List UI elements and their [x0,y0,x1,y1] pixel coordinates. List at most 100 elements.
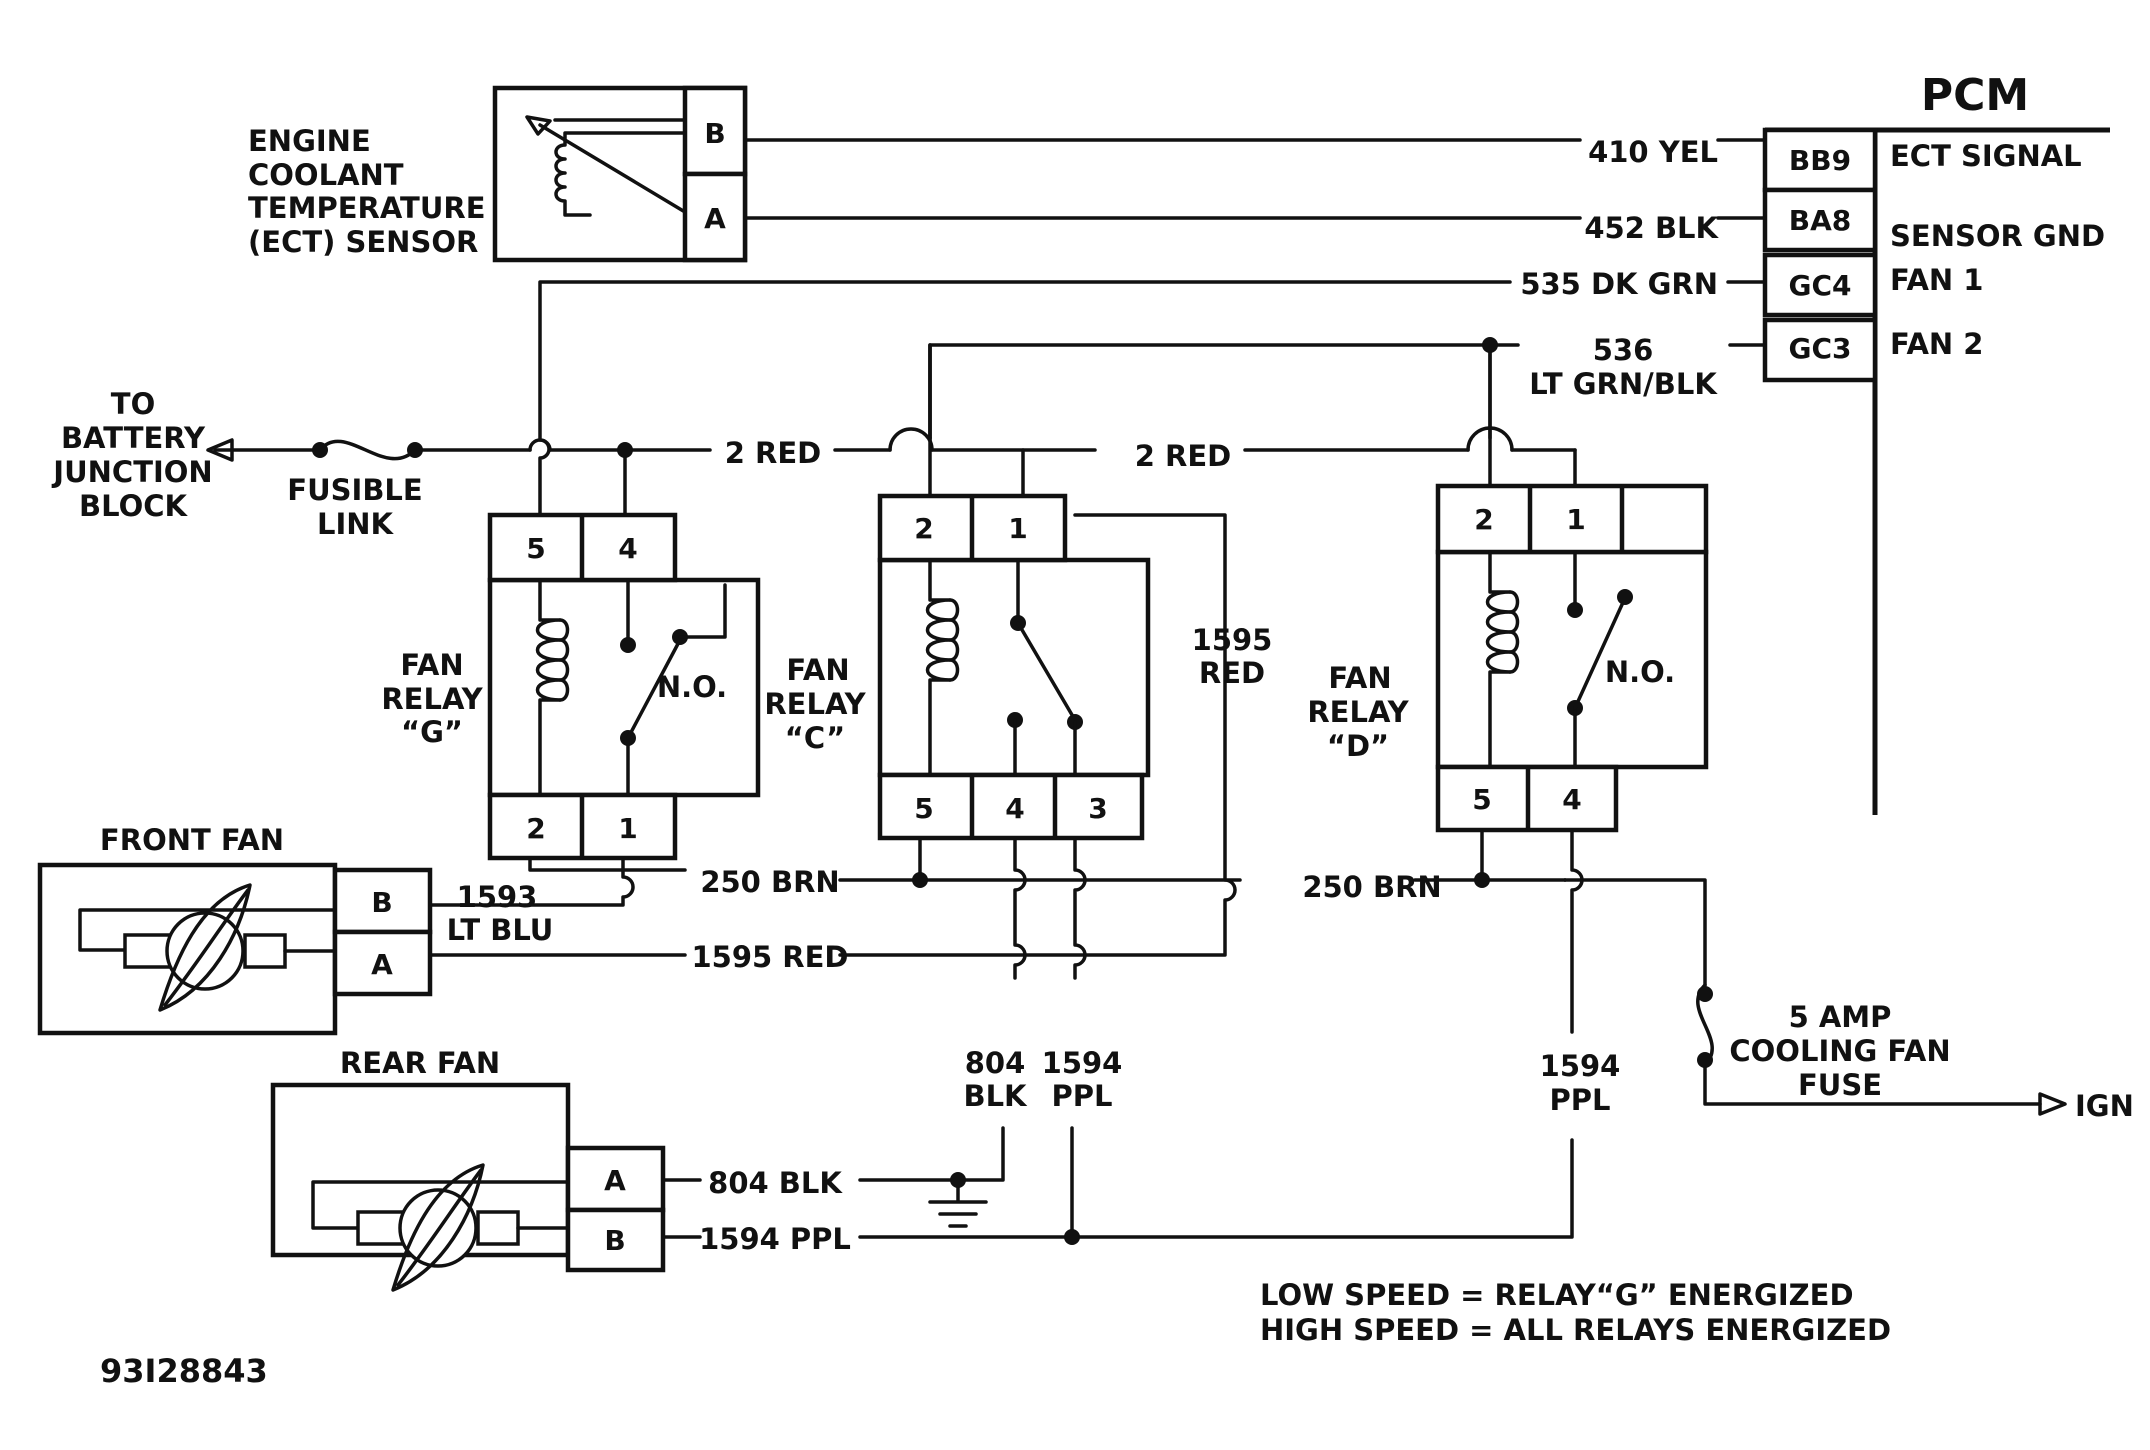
note-high-speed: HIGH SPEED = ALL RELAYS ENERGIZED [1260,1313,1891,1347]
rear-fan-pin-label: B [604,1224,625,1257]
pcm-pin-bb9 [1762,127,1878,193]
wire-labels: 410 YEL 452 BLK 535 DK GRN 536 LT GRN/BL… [447,135,1720,1256]
wire-label-1594: 1594 [1540,1049,1621,1083]
relay-g-pin: 5 [526,532,545,565]
front-fan-pin-label: A [371,948,393,981]
rear-fan: REAR FAN A B [270,1046,666,1292]
relay-c-label: RELAY [764,687,866,721]
relay-g-label: FAN [400,648,463,682]
rear-fan-pin-a [565,1145,666,1213]
fan-relay-d: 2 1 5 4 N.O. FAN RELAY “D” [1307,483,1709,833]
wire-label-804-blk: 804 BLK [708,1166,843,1200]
wire-label-536: 536 [1593,333,1654,367]
relay-c-pin: 5 [914,792,933,825]
ect-label-line: (ECT) SENSOR [248,225,478,259]
wire-label-1595: 1595 [1192,623,1273,657]
front-fan-pin-b [332,867,433,935]
wire-label-804: 804 [965,1046,1026,1080]
wire-label-1594-ppl: 1594 PPL [699,1222,851,1256]
relay-c-pin: 3 [1088,792,1107,825]
pcm-pin-id: BB9 [1789,144,1851,177]
fuse-label: 5 AMP [1789,1000,1892,1034]
relay-g-pin: 2 [526,812,545,845]
battery-feed: TO BATTERY JUNCTION BLOCK FUSIBLE LINK [51,387,422,541]
ect-pin-label: A [704,202,726,235]
wire-label-1593-color: LT BLU [447,913,554,947]
relay-d-pin: 2 [1474,503,1493,536]
wire-label-452: 452 BLK [1584,211,1719,245]
pcm-title: PCM [1921,70,2029,121]
rear-fan-pin-b [565,1207,666,1273]
ect-label-line: TEMPERATURE [248,191,486,225]
relay-d-label: “D” [1327,729,1389,763]
ect-label-line: ENGINE [248,124,371,158]
battery-label-line: JUNCTION [51,455,212,489]
battery-label-line: BLOCK [79,489,188,523]
relay-c-pin: 4 [1005,792,1024,825]
relay-d-pin: 1 [1566,503,1585,536]
relay-c-label: “C” [785,721,845,755]
pcm-pin-id: BA8 [1789,204,1852,237]
wiring [206,138,2067,1245]
relay-d-label: FAN [1328,661,1391,695]
fan-relay-c: 2 1 5 4 3 FAN RELAY “C” [764,493,1151,841]
fan-blade-icon [391,1163,485,1292]
pcm-pin-gc4 [1762,252,1878,318]
relay-g-pin: 4 [618,532,637,565]
wire-label-804-color: BLK [963,1079,1028,1113]
relay-c-pin: 2 [914,512,933,545]
battery-label-line: TO [111,387,155,421]
relay-g-pin: 1 [618,812,637,845]
front-fan-pin-a [332,929,433,997]
fusible-link-label: LINK [317,507,395,541]
front-fan: FRONT FAN B A [37,823,433,1036]
ect-pin-b [682,85,748,177]
wire-label-2-red: 2 RED [1135,439,1232,473]
pcm: PCM BB9 BA8 GC4 GC3 ECT SIGNAL SENSOR GN… [1762,70,2110,815]
relay-d-pin: 5 [1472,783,1491,816]
ect-label-line: COOLANT [248,158,404,192]
front-fan-pin-label: B [371,886,392,919]
wire-label-536-color: LT GRN/BLK [1529,367,1718,401]
wire-label-1594: 1594 [1042,1046,1123,1080]
pcm-pin-id: GC3 [1788,332,1851,365]
pcm-pin-ba8 [1762,187,1878,253]
wire-label-1594-color: PPL [1052,1079,1113,1113]
figure-id: 93I28843 [100,1352,268,1390]
fuse-label: COOLING FAN [1729,1034,1950,1068]
relay-g-contact: N.O. [657,670,727,704]
relay-d-contact: N.O. [1605,655,1675,689]
battery-label-line: BATTERY [61,421,206,455]
relay-g-label: “G” [401,715,463,749]
ect-sensor: ENGINE COOLANT TEMPERATURE (ECT) SENSOR … [248,85,748,263]
ect-pin-label: B [704,117,725,150]
pcm-pin-function: FAN 1 [1890,263,1983,297]
wire-label-410: 410 YEL [1588,135,1718,169]
cooling-fan-fuse: 5 AMP COOLING FAN FUSE IGN [1729,1000,2133,1123]
wire-label-2-red: 2 RED [725,436,822,470]
rear-fan-title: REAR FAN [340,1046,500,1080]
fusible-link-label: FUSIBLE [287,473,422,507]
notes: LOW SPEED = RELAY“G” ENERGIZED HIGH SPEE… [100,1278,1891,1390]
note-low-speed: LOW SPEED = RELAY“G” ENERGIZED [1260,1278,1854,1312]
wire-label-1595-color: RED [1199,656,1265,690]
relay-c-pin: 1 [1008,512,1027,545]
wire-label-1594-color: PPL [1550,1083,1611,1117]
pcm-pin-id: GC4 [1788,269,1851,302]
pcm-pin-function: FAN 2 [1890,327,1983,361]
fuse-label: FUSE [1798,1068,1882,1102]
ect-pin-a [682,171,748,263]
wire-label-535: 535 DK GRN [1520,267,1718,301]
pcm-pin-gc3 [1762,317,1878,383]
fan-relay-g: 5 4 2 1 N.O. FAN RELAY “G” [381,512,761,861]
relay-d-label: RELAY [1307,695,1409,729]
wire-label-1593: 1593 [457,880,538,914]
wire-label-250-brn: 250 BRN [1302,870,1441,904]
wire-label-1595-red: 1595 RED [691,940,848,974]
relay-d-pin: 4 [1562,783,1581,816]
rear-fan-pin-label: A [604,1164,626,1197]
pcm-pin-function: SENSOR GND [1890,219,2105,253]
relay-g-label: RELAY [381,682,483,716]
pcm-pin-function: ECT SIGNAL [1890,139,2082,173]
